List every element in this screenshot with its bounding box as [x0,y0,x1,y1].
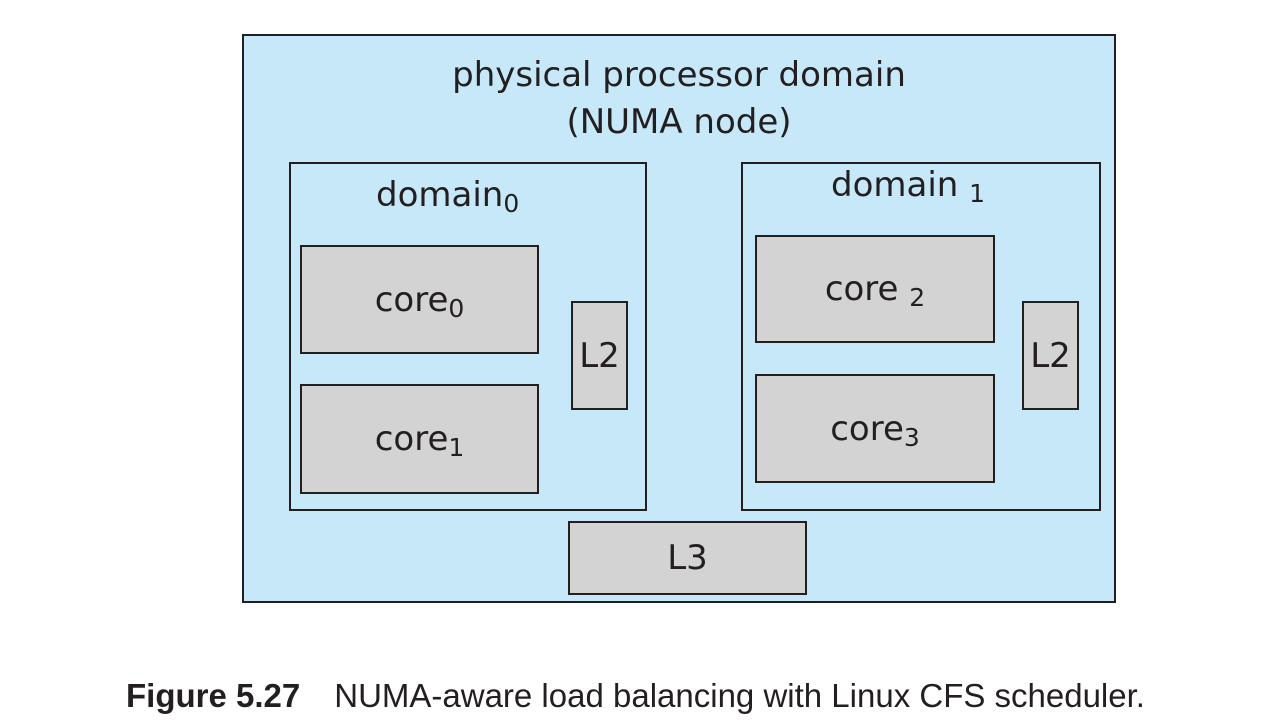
domain-0-label: domain0 [376,175,519,216]
figure-number: Figure 5.27 [126,677,301,714]
l3-cache-box: L3 [568,521,807,595]
domain-1-label: domain 1 [831,165,985,206]
core-1-label-text: core [374,419,449,459]
core-3-label-subscript: 3 [903,422,920,452]
figure-caption: Figure 5.27 NUMA-aware load balancing wit… [126,676,1145,716]
domain-1-label-subscript: 1 [969,179,986,208]
domain-1-l2-cache-box: L2 [1022,301,1079,410]
core-1-label: core1 [374,419,465,460]
core-1-box: core1 [300,384,539,494]
core-0-label-text: core [374,279,449,320]
core-0-label-subscript: 0 [448,293,465,323]
domain-0-label-text: domain [376,175,504,215]
core-2-label: core 2 [824,269,925,310]
core-2-label-text: core [824,269,899,309]
core-1-label-subscript: 1 [448,433,465,462]
outer-title-line2: (NUMA node) [566,102,792,142]
core-3-box: core3 [755,374,995,483]
core-0-box: core0 [300,245,539,354]
outer-title-line1: physical processor domain [452,55,906,95]
domain-0-l2-cache-box: L2 [571,301,628,410]
core-0-label: core0 [374,279,465,321]
figure-caption-text: NUMA-aware load balancing with Linux CFS… [334,677,1145,714]
domain-1-l2-label: L2 [1030,335,1071,376]
domain-0-l2-label: L2 [579,335,620,376]
domain-0-label-subscript: 0 [503,189,520,218]
domain-1-label-text: domain [831,165,959,205]
core-2-box: core 2 [755,235,995,343]
core-3-label-text: core [830,408,904,449]
core-3-label: core3 [830,408,920,450]
l3-label: L3 [667,538,708,578]
physical-processor-domain-title: physical processor domain (NUMA node) [242,52,1116,146]
core-2-label-subscript: 2 [909,283,926,312]
